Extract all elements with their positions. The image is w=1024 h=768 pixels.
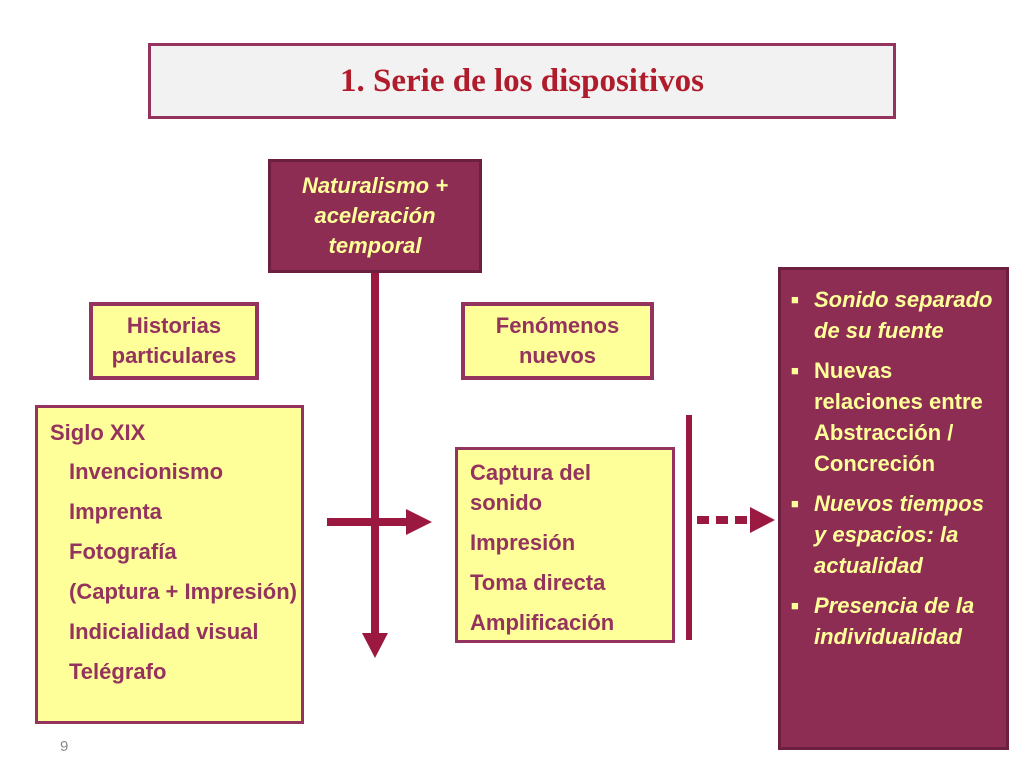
historias-label: Historias particulares xyxy=(112,311,237,371)
naturalismo-line: temporal xyxy=(328,233,422,258)
list-item: Indicialidad visual xyxy=(69,619,259,644)
bullet-item: ■ Presencia de la individualidad xyxy=(791,590,1000,652)
list-item: Impresión xyxy=(470,530,576,555)
historias-box: Historias particulares xyxy=(89,302,259,380)
consequences-box: ■ Sonido separado de su fuente ■ Nuevas … xyxy=(778,267,1009,750)
square-bullet-icon: ■ xyxy=(791,496,799,511)
siglo-xix-heading: Siglo XIX xyxy=(50,420,146,445)
list-item: Invencionismo xyxy=(69,459,224,484)
list-item: Amplificación xyxy=(470,610,615,635)
square-bullet-icon: ■ xyxy=(791,598,799,613)
title-box: 1. Serie de los dispositivos xyxy=(148,43,896,119)
list-item: Telégrafo xyxy=(69,659,167,684)
naturalismo-line: Naturalismo + xyxy=(301,173,449,198)
bullet-item: ■ Nuevas relaciones entre Abstracción / … xyxy=(791,355,1000,479)
naturalismo-label: Naturalismo + aceleración temporal xyxy=(302,171,448,261)
list-item: Toma directa xyxy=(470,570,606,595)
historias-line: Historias xyxy=(126,313,222,338)
page-title: 1. Serie de los dispositivos xyxy=(340,62,704,99)
list-item: Imprenta xyxy=(69,499,162,524)
fenomenos-line: Fenómenos xyxy=(495,313,620,338)
fenomenos-box: Fenómenos nuevos xyxy=(461,302,654,380)
fenomenos-line: nuevos xyxy=(518,343,597,368)
bullet-text: Nuevos tiempos y espacios: la actualidad xyxy=(814,491,984,578)
fenomenos-label: Fenómenos nuevos xyxy=(496,311,619,371)
square-bullet-icon: ■ xyxy=(791,363,799,378)
list-item: Fotografía xyxy=(69,539,177,564)
captura-box: Captura del sonido Impresión Toma direct… xyxy=(455,447,675,643)
list-item: (Captura + Impresión) xyxy=(69,579,297,604)
naturalismo-box: Naturalismo + aceleración temporal xyxy=(268,159,482,273)
bullet-text: Sonido separado de su fuente xyxy=(814,287,993,343)
page-number: 9 xyxy=(60,738,69,755)
historias-line: particulares xyxy=(111,343,237,368)
siglo-xix-box: Siglo XIX Invencionismo Imprenta Fotogra… xyxy=(35,405,304,724)
bullet-text: Nuevas relaciones entre Abstracción / Co… xyxy=(814,358,983,476)
bullet-item: ■ Sonido separado de su fuente xyxy=(791,284,1000,346)
horizontal-arrowhead xyxy=(406,509,432,535)
square-bullet-icon: ■ xyxy=(791,292,799,307)
bullet-item: ■ Nuevos tiempos y espacios: la actualid… xyxy=(791,488,1000,581)
bullet-text: Presencia de la individualidad xyxy=(814,593,975,649)
list-item: Captura del sonido xyxy=(470,460,592,515)
dashed-arrowhead xyxy=(750,507,775,533)
naturalismo-line: aceleración xyxy=(314,203,436,228)
vertical-arrowhead xyxy=(362,633,388,658)
